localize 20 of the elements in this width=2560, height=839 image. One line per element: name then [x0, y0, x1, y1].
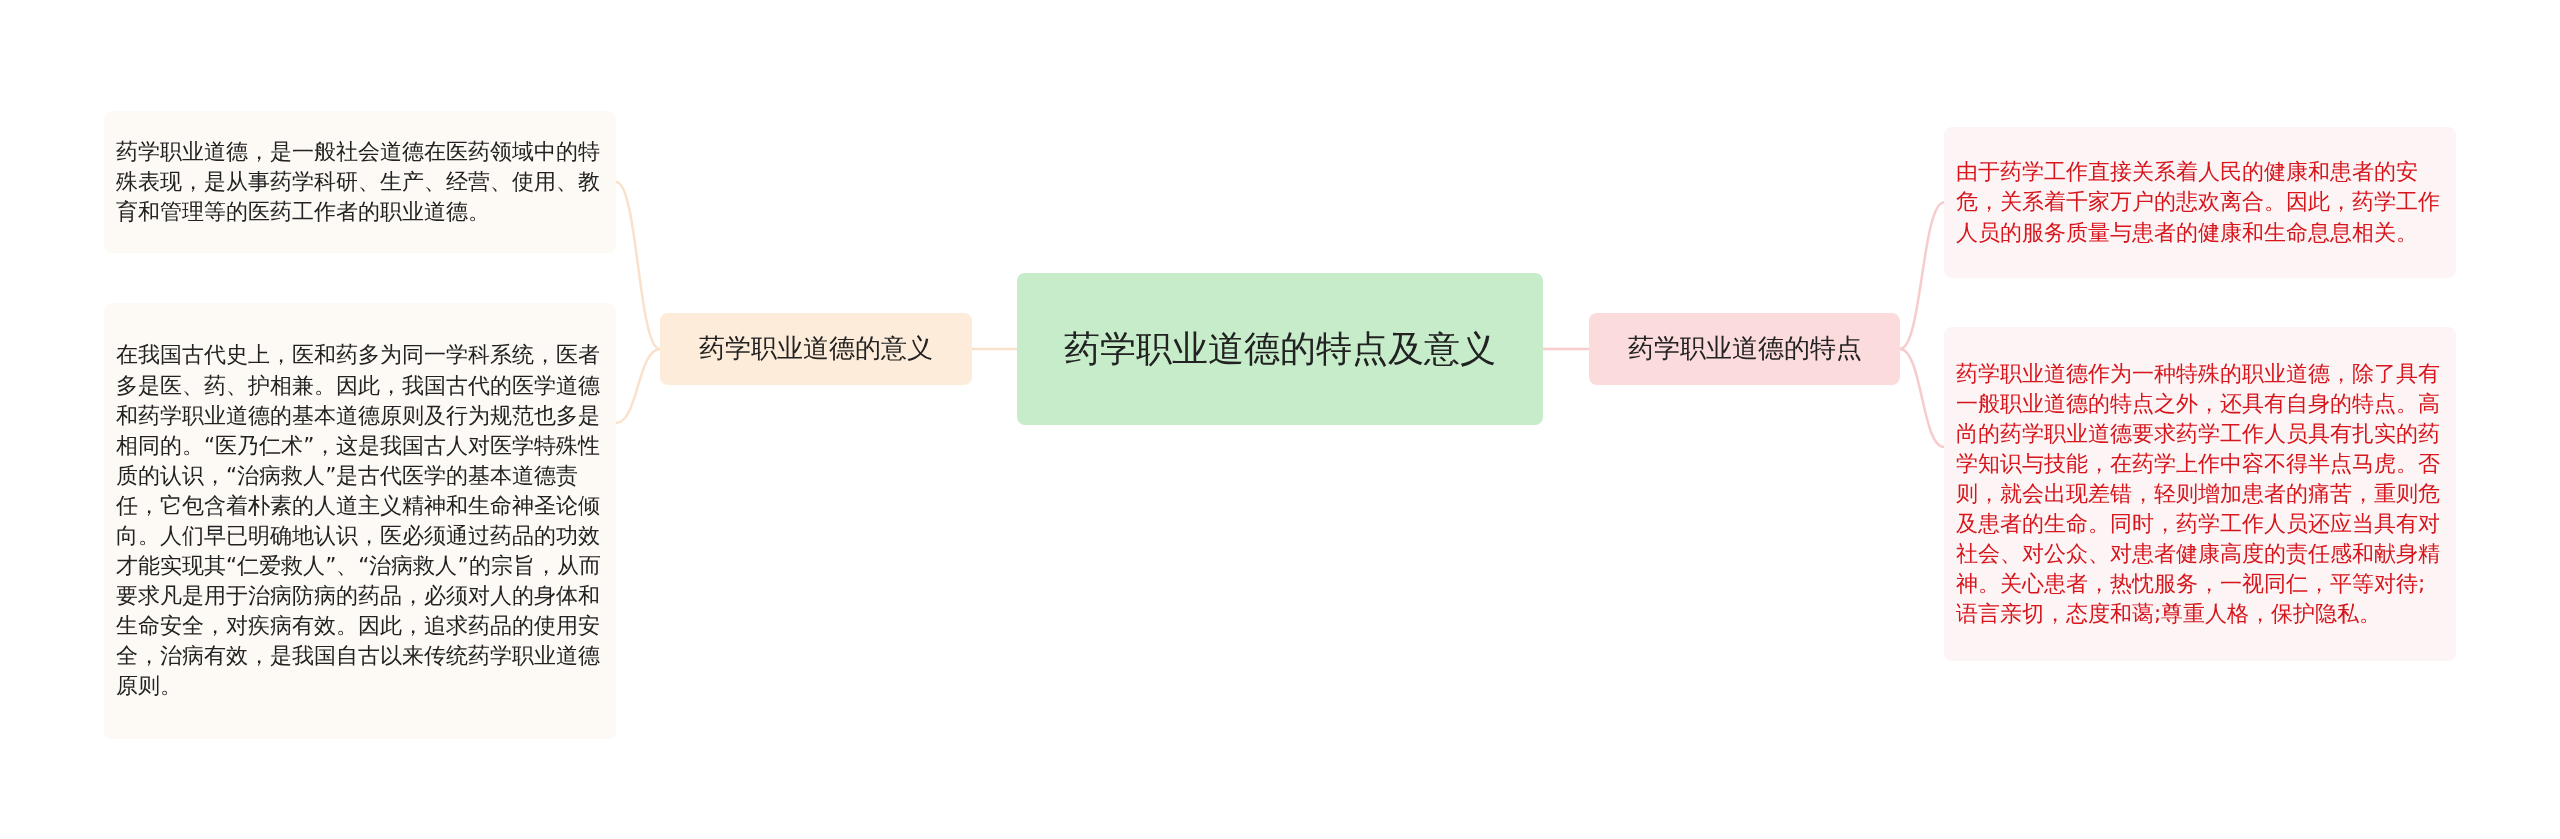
connector-line [615, 347, 661, 425]
note-text: 药学职业道德作为一种特殊的职业道德，除了具有一般职业道德的特点之外，还具有自身的特点。高尚的药学职业道德要求药学工作人员具有扎实的药学知识与技能，在药学上作中容不得半点马虎。否则，就会出现差错，轻则增加患者的痛苦，重则危及患者的生命。同时，药学工作人员还应当具有对社会、对公众、对患者健康高度的责任感和献身精神。关心患者，热忱服务，一视同仁，平等对待;语言亲切，态度和蔼;尊重人格，保护隐私。 [1956, 359, 2441, 629]
connector-line [972, 347, 1017, 351]
connector-line [1899, 347, 1945, 449]
branch-topic [1589, 313, 1900, 385]
connector-line [1899, 201, 1945, 351]
connector-line [1543, 347, 1589, 351]
note-text: 在我国古代史上，医和药多为同一学科系统，医者多是医、药、护相兼。因此，我国古代的医学道德和药学职业道德的基本道德原则及行为规范也多是相同的。“医乃仁术”，这是我国古人对医学特殊性质的认识，“治病救人”是古代医学的基本道德责任，它包含着朴素的人道主义精神和生命神圣论倾向。人们早已明确地认识，医必须通过药品的功效才能实现其“仁爱救人”、“治病救人”的宗旨，从而要求凡是用于治病防病的药品，必须对人的身体和生命安全，对疾病有效。因此，追求药品的使用安全，治病有效，是我国自古以来传统药学职业道德原则。 [116, 341, 602, 701]
note-text: 由于药学工作直接关系着人民的健康和患者的安危，关系着千家万户的悲欢离合。因此，药学工作人员的服务质量与患者的健康和生命息息相关。 [1956, 158, 2441, 247]
note-card [1944, 327, 2456, 661]
topic-label: 药学职业道德的特点及意义 [1063, 326, 1497, 371]
note-card [104, 111, 616, 253]
note-card [104, 303, 616, 739]
branch-topic [660, 313, 972, 385]
topic-label: 药学职业道德的特点 [1626, 332, 1863, 366]
note-card [1944, 127, 2456, 278]
connector-line [615, 180, 661, 351]
note-text: 药学职业道德，是一般社会道德在医药领域中的特殊表现，是从事药学科研、生产、经营、使用、教育和管理等的医药工作者的职业道德。 [116, 137, 601, 227]
central-topic [1017, 273, 1543, 425]
topic-label: 药学职业道德的意义 [698, 332, 934, 366]
